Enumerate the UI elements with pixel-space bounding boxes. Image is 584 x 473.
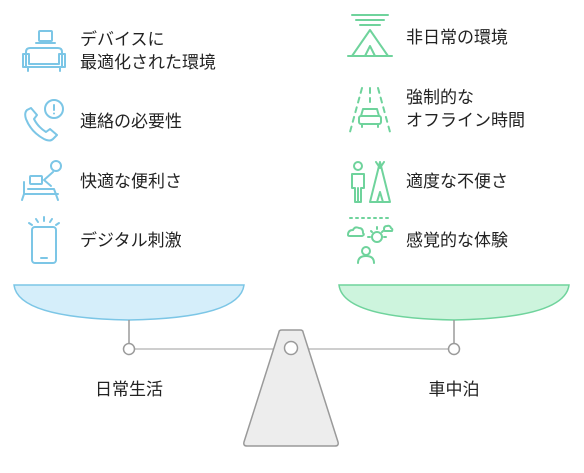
sun-clouds-person-icon [344, 215, 396, 267]
left-item-2-text: 連絡の必要性 [80, 111, 182, 132]
right-item-3: 適度な不便さ [344, 156, 508, 208]
right-joint [447, 342, 461, 356]
right-pan [338, 284, 570, 321]
right-item-2-text: 強制的な オフライン時間 [406, 88, 525, 131]
left-pan [13, 284, 245, 321]
left-item-3: 快適な便利さ [18, 156, 182, 208]
right-label: 車中泊 [428, 380, 480, 400]
left-label: 日常生活 [95, 380, 163, 400]
left-item-3-text: 快適な便利さ [80, 171, 182, 192]
person-reclining-laptop-icon [18, 156, 70, 208]
right-item-4: 感覚的な体験 [344, 215, 508, 267]
left-item-2: 連絡の必要性 [18, 96, 182, 148]
left-item-4-text: デジタル刺激 [80, 230, 182, 251]
pivot [283, 340, 299, 356]
left-joint [122, 342, 136, 356]
phone-alert-icon [18, 96, 70, 148]
glowing-phone-icon [18, 215, 70, 267]
car-on-road-icon [344, 84, 396, 136]
right-item-3-text: 適度な不便さ [406, 171, 508, 192]
right-item-1: 非日常の環境 [344, 12, 508, 64]
hiker-tent-icon [344, 156, 396, 208]
left-item-1-text: デバイスに 最適化された環境 [80, 30, 216, 73]
scale-base [243, 329, 339, 447]
left-item-1: デバイスに 最適化された環境 [18, 26, 216, 78]
right-item-1-text: 非日常の環境 [406, 27, 508, 48]
right-item-2: 強制的な オフライン時間 [344, 84, 525, 136]
tent-landscape-icon [344, 12, 396, 64]
left-item-4: デジタル刺激 [18, 215, 182, 267]
sofa-laptop-icon [18, 26, 70, 78]
right-item-4-text: 感覚的な体験 [406, 230, 508, 251]
